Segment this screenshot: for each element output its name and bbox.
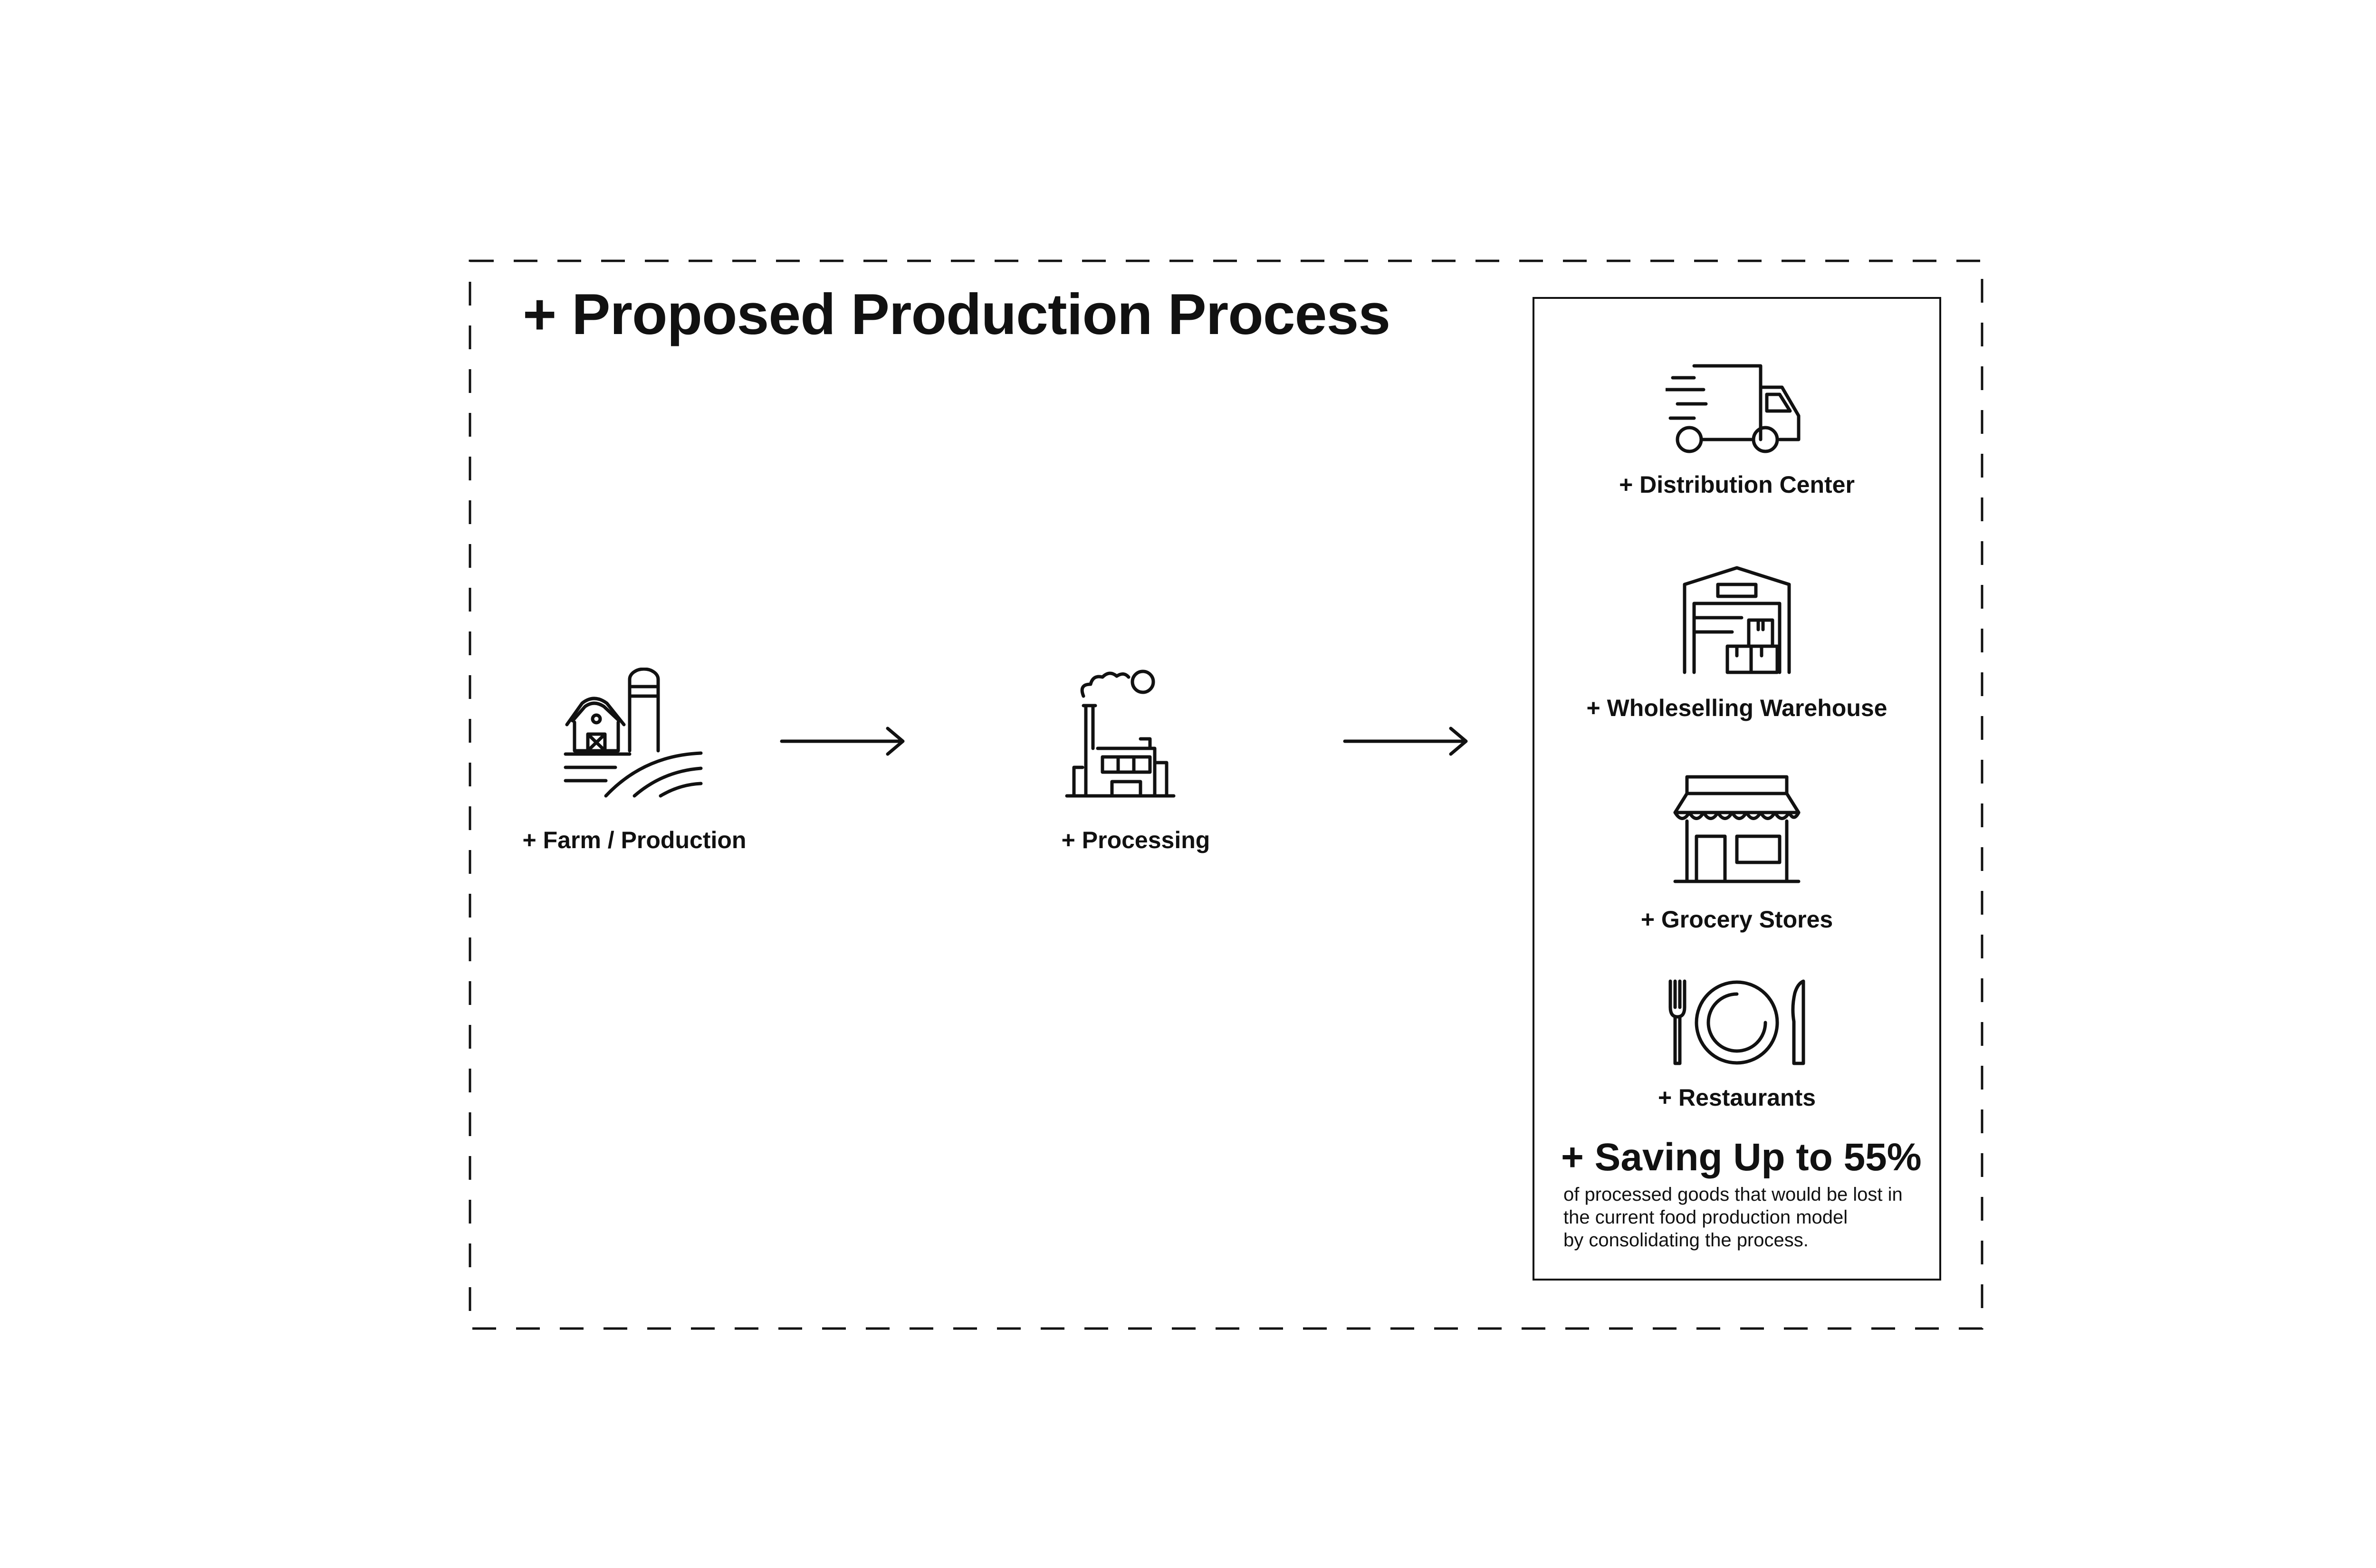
- flow-label-farm: + Farm / Production: [522, 827, 747, 853]
- page-title: + Proposed Production Process: [523, 282, 1390, 346]
- warehouse-icon: [1680, 565, 1794, 675]
- factory-icon: [1064, 668, 1207, 805]
- saving-line-1: of processed goods that would be lost in: [1563, 1184, 1903, 1205]
- dashed-frame: [468, 259, 1984, 1330]
- flow-arrow-2: [1342, 725, 1471, 758]
- destination-label-warehouse: + Wholeselling Warehouse: [1586, 695, 1887, 721]
- destination-label-grocery: + Grocery Stores: [1640, 906, 1833, 933]
- destination-restaurants: + Restaurants: [1533, 979, 1941, 1109]
- saving-line-3: by consolidating the process.: [1563, 1230, 1809, 1251]
- destinations-panel: [1533, 297, 1941, 1281]
- flow-arrow-1: [779, 725, 908, 758]
- saving-line-2: the current food production model: [1563, 1207, 1848, 1228]
- plate-fork-knife-icon: [1666, 979, 1808, 1067]
- farm-barn-silo-icon: [563, 668, 706, 805]
- destination-warehouse: + Wholeselling Warehouse: [1533, 565, 1941, 720]
- destination-grocery: + Grocery Stores: [1533, 774, 1941, 931]
- flow-node-processing: + Processing: [1024, 668, 1247, 852]
- saving-headline: + Saving Up to 55%: [1561, 1136, 1922, 1179]
- delivery-truck-icon: [1666, 363, 1808, 459]
- flow-node-farm: + Farm / Production: [523, 668, 746, 852]
- flow-label-processing: + Processing: [1061, 827, 1210, 853]
- saving-description: of processed goods that would be lost in…: [1563, 1183, 1929, 1252]
- destination-label-restaurants: + Restaurants: [1657, 1084, 1816, 1111]
- destination-label-distribution: + Distribution Center: [1619, 471, 1855, 498]
- storefront-icon: [1673, 774, 1801, 884]
- destination-distribution: + Distribution Center: [1533, 363, 1941, 497]
